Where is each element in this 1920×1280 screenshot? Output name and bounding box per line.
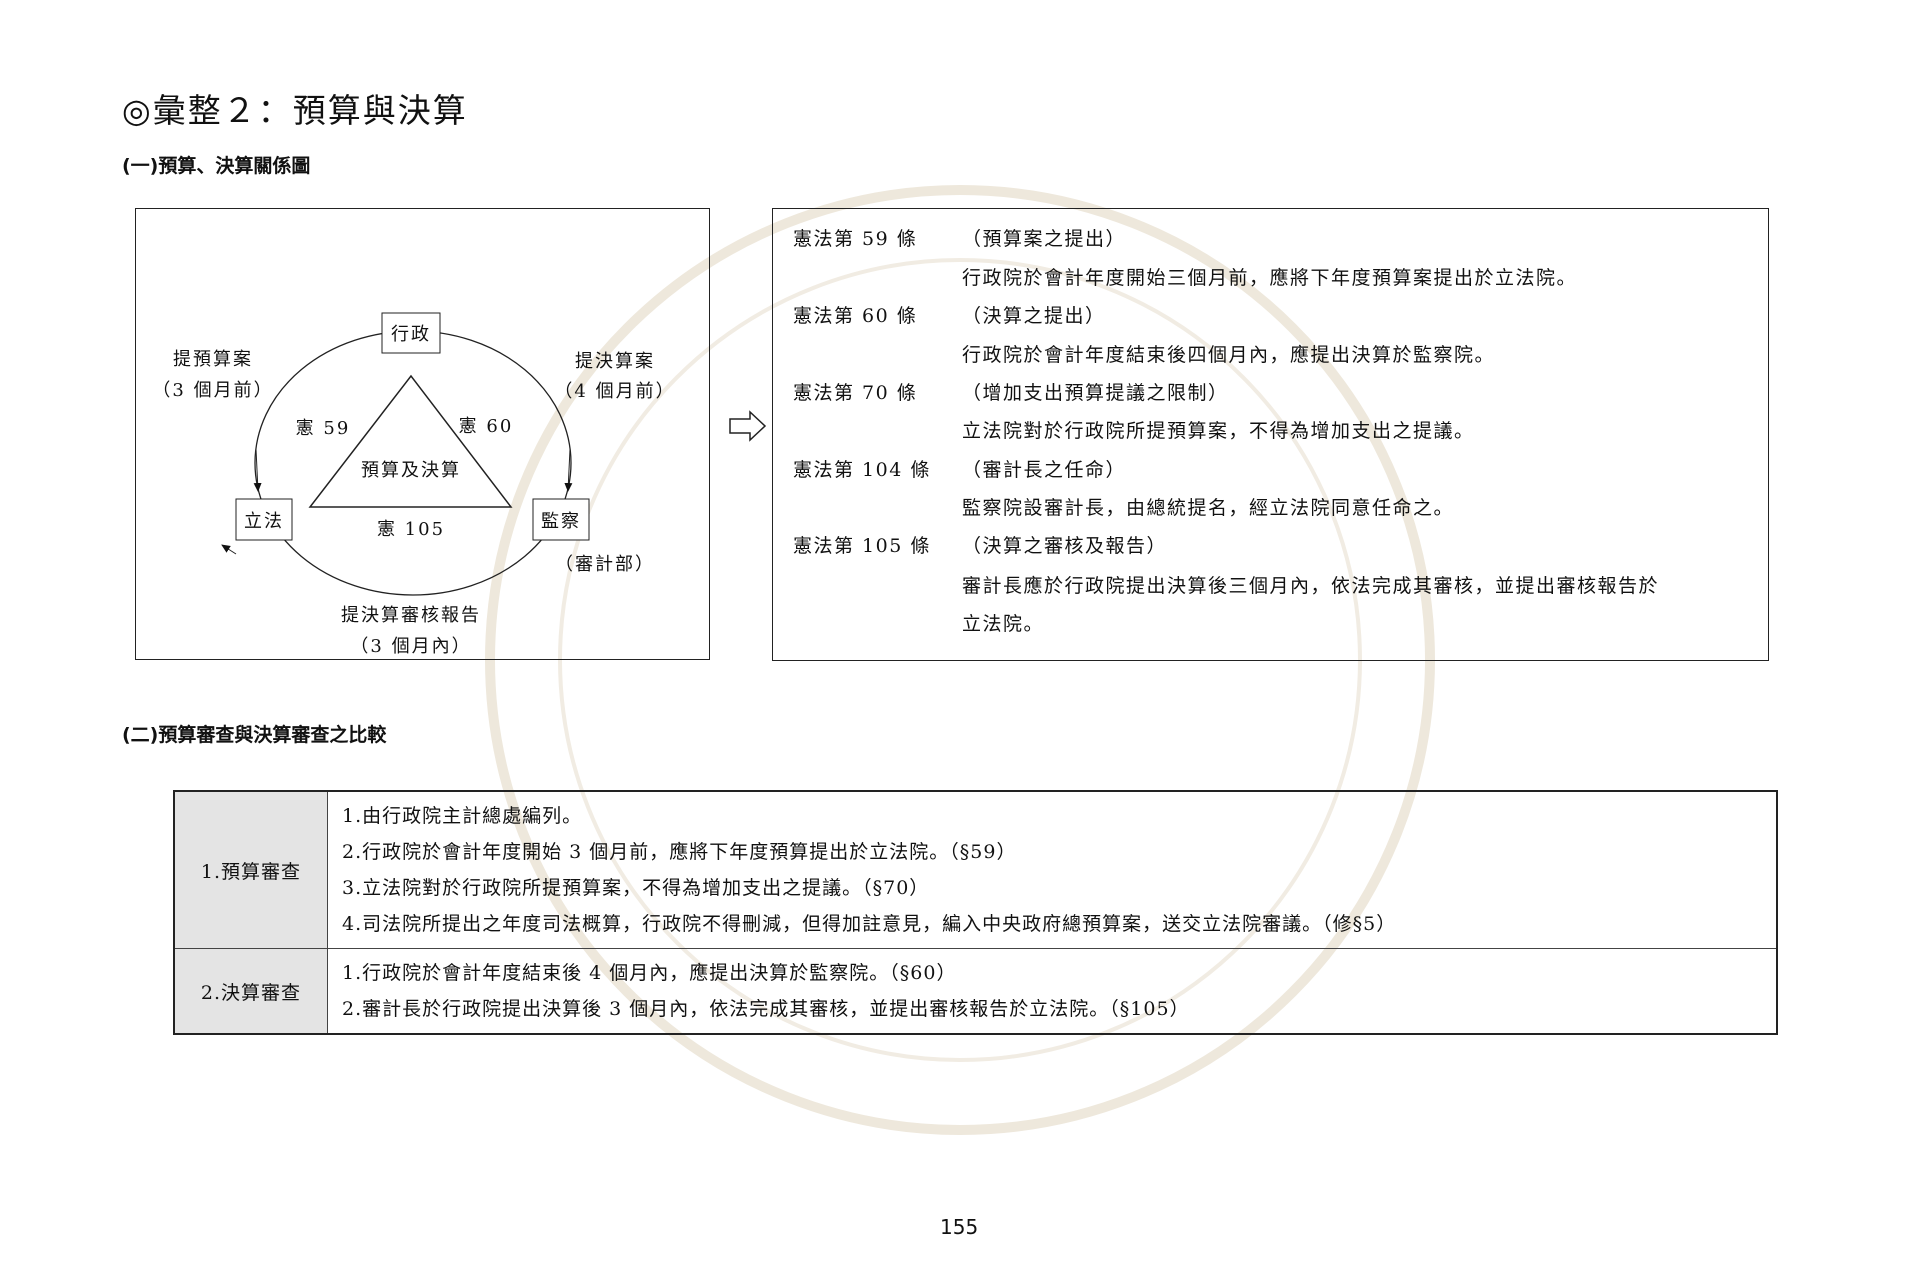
relationship-diagram: 行政 立法 監察 提預算案 （3 個月前） 提決算案 （4 個月前） 憲 59 … [135, 208, 710, 660]
table-row: 1.預算審查 1.由行政院主計總處編列。 2.行政院於會計年度開始 3 個月前，… [173, 790, 1778, 949]
edge-sub-audit-report: （3 個月內） [350, 636, 472, 657]
edge-label-audit-report: 提決算審核報告 [341, 605, 481, 626]
article-text: 立法院。 [962, 613, 1045, 635]
node-executive: 行政 [391, 324, 431, 345]
edge-sub-final: （4 個月前） [554, 381, 676, 402]
node-control-box [532, 498, 590, 541]
article-title: （增加支出預算提議之限制） [962, 382, 1229, 404]
arrow-to-legislative [253, 448, 262, 492]
arrow-to-control [564, 448, 573, 492]
row-content: 1.行政院於會計年度結束後 4 個月內，應提出決算於監察院。（§60） 2.審計… [327, 948, 1778, 1035]
article-text: 審計長應於行政院提出決算後三個月內，依法完成其審核，並提出審核報告於 [962, 575, 1660, 597]
article-59-label: 憲 59 [295, 418, 351, 439]
section-heading-relationship: (一)預算、決算關係圖 [122, 155, 311, 177]
comparison-table: 1.預算審查 1.由行政院主計總處編列。 2.行政院於會計年度開始 3 個月前，… [173, 790, 1778, 1035]
list-item: 1.行政院於會計年度結束後 4 個月內，應提出決算於監察院。（§60） [342, 962, 957, 984]
article-text: 監察院設審計長，由總統提名，經立法院同意任命之。 [962, 497, 1455, 519]
node-control: 監察 [541, 511, 581, 532]
page-title: ◎彙整２：預算與決算 [122, 91, 468, 130]
list-item: 3.立法院對於行政院所提預算案，不得為增加支出之提議。（§70） [342, 877, 930, 899]
article-number: 憲法第 104 條 [793, 459, 931, 481]
diagram-shapes [221, 312, 590, 596]
list-item: 2.審計長於行政院提出決算後 3 個月內，依法完成其審核，並提出審核報告於立法院… [342, 998, 1190, 1020]
article-text: 立法院對於行政院所提預算案，不得為增加支出之提議。 [962, 420, 1475, 442]
right-arrow-icon [729, 410, 767, 442]
article-title: （預算案之提出） [962, 228, 1127, 250]
article-text: 行政院於會計年度結束後四個月內，應提出決算於監察院。 [962, 344, 1496, 366]
edge-label-budget: 提預算案 [173, 349, 253, 370]
constitution-articles-box: 憲法第 59 條 （預算案之提出） 行政院於會計年度開始三個月前，應將下年度預算… [772, 208, 1769, 661]
article-60-label: 憲 60 [458, 416, 514, 437]
audit-dept-label: （審計部） [555, 554, 655, 575]
article-number: 憲法第 70 條 [793, 382, 918, 404]
row-content: 1.由行政院主計總處編列。 2.行政院於會計年度開始 3 個月前，應將下年度預算… [327, 790, 1778, 949]
edge-label-final: 提決算案 [575, 351, 655, 372]
article-text: 行政院於會計年度開始三個月前，應將下年度預算案提出於立法院。 [962, 267, 1578, 289]
article-title: （審計長之任命） [962, 459, 1127, 481]
row-header: 2.決算審查 [173, 948, 328, 1035]
article-number: 憲法第 105 條 [793, 535, 931, 557]
list-item: 1.由行政院主計總處編列。 [342, 805, 583, 827]
page-number: 155 [940, 1215, 979, 1239]
list-item: 4.司法院所提出之年度司法概算，行政院不得刪減，但得加註意見，編入中央政府總預算… [342, 913, 1397, 935]
node-legislative-box [235, 498, 293, 541]
section-heading-comparison: (二)預算審查與決算審查之比較 [122, 724, 387, 746]
row-header: 1.預算審查 [173, 790, 328, 949]
article-title: （決算之提出） [962, 305, 1106, 327]
arrow-to-legislative-bottom [221, 544, 237, 555]
node-legislative: 立法 [244, 511, 284, 532]
article-number: 憲法第 59 條 [793, 228, 918, 250]
article-number: 憲法第 60 條 [793, 305, 918, 327]
center-triangle [308, 374, 513, 508]
article-105-label: 憲 105 [376, 519, 446, 540]
article-title: （決算之審核及報告） [962, 535, 1168, 557]
edge-sub-budget: （3 個月前） [152, 380, 274, 401]
center-label: 預算及決算 [361, 460, 461, 481]
table-row: 2.決算審查 1.行政院於會計年度結束後 4 個月內，應提出決算於監察院。（§6… [173, 948, 1778, 1035]
node-executive-box [381, 312, 441, 354]
list-item: 2.行政院於會計年度開始 3 個月前，應將下年度預算提出於立法院。（§59） [342, 841, 1017, 863]
